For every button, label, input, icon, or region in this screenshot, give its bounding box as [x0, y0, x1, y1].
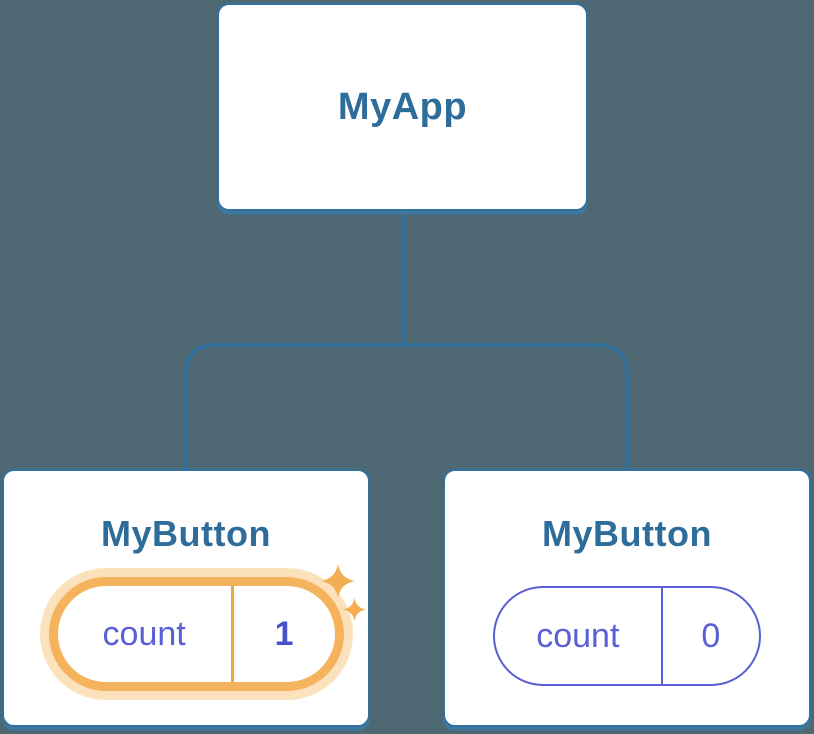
state-value: 0 — [701, 616, 721, 655]
node-title: MyButton — [101, 513, 271, 554]
sparkle-icon — [321, 564, 355, 598]
node-mybutton: MyButton count 0 — [443, 469, 811, 727]
state-name-label: count — [102, 614, 186, 653]
node-mybutton-updated: MyButton count 1 — [2, 469, 370, 727]
state-value: 1 — [274, 614, 294, 653]
node-title: MyButton — [542, 513, 712, 554]
node-title: MyApp — [337, 85, 468, 128]
node-myapp: MyApp — [217, 3, 588, 211]
state-pill-highlighted: count 1 — [48, 577, 344, 691]
sparkle-icon — [343, 598, 366, 621]
state-name-label: count — [536, 616, 620, 655]
state-pill: count 0 — [493, 586, 761, 686]
